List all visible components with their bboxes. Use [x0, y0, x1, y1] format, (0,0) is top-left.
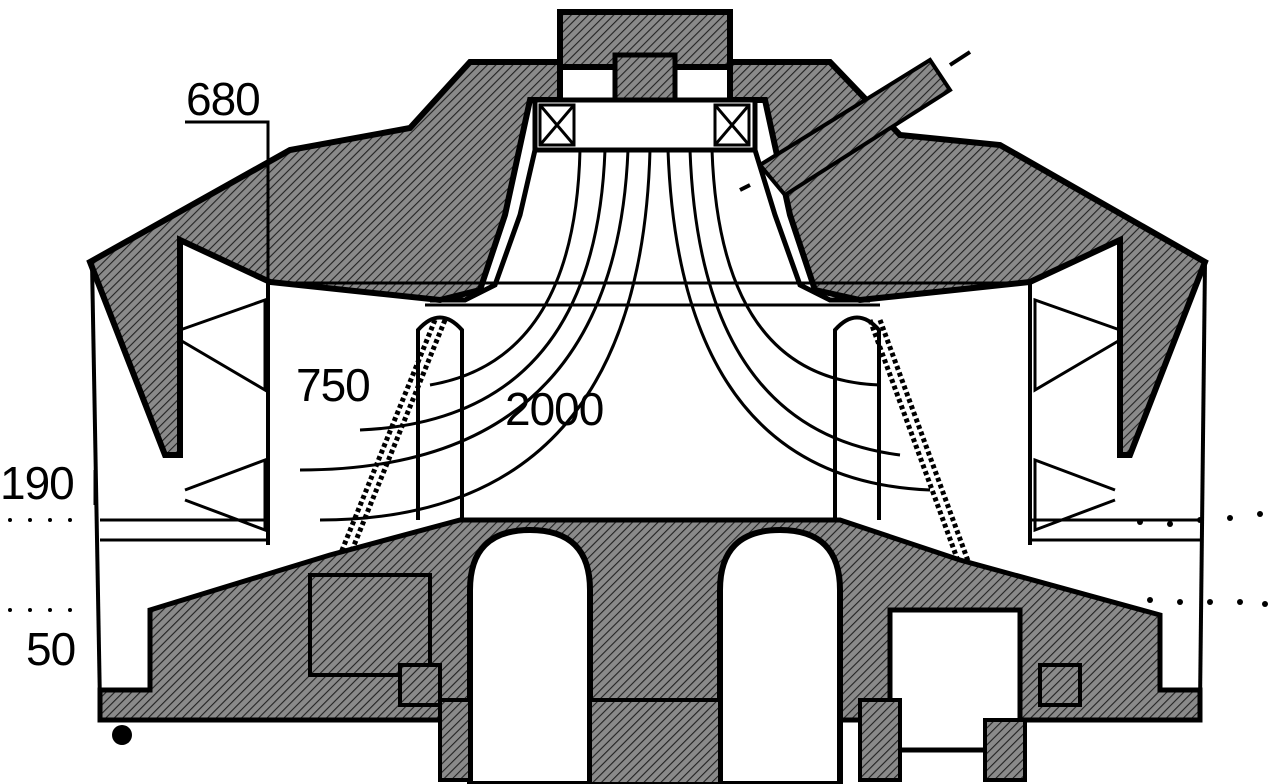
right-baffles [1030, 297, 1200, 542]
left-cross-box [538, 103, 576, 147]
left-baffles [100, 297, 268, 542]
left-hood [86, 59, 563, 458]
far-right-stem [983, 718, 1027, 782]
label-50: 50 [26, 623, 76, 675]
right-foot [1038, 663, 1082, 707]
probe-tube [739, 50, 972, 198]
funnel-left-wall [430, 149, 538, 303]
funnel-right-wall [752, 149, 870, 303]
label-2000: 2000 [505, 383, 604, 435]
left-foot [398, 663, 442, 707]
center-stem [588, 698, 722, 784]
left-stem [438, 698, 472, 782]
right-cross-box [713, 103, 751, 147]
right-hood [727, 59, 1209, 458]
right-outlet [717, 526, 843, 784]
right-stem [858, 698, 902, 782]
upper-chamber [532, 97, 758, 153]
left-wheel [112, 725, 132, 745]
label-190: 190 [0, 457, 75, 509]
right-u-tube [833, 315, 881, 520]
left-coil [327, 319, 448, 581]
isotherms [299, 149, 931, 522]
flow-dots [8, 511, 1268, 612]
label-680: 680 [186, 73, 261, 125]
left-u-tube [416, 315, 464, 520]
base-hearth [97, 517, 1203, 723]
right-frame [1198, 261, 1207, 706]
left-lower-block [308, 573, 432, 677]
label-750: 750 [296, 359, 371, 411]
leader-680 [185, 120, 270, 285]
left-outlet [467, 526, 593, 784]
